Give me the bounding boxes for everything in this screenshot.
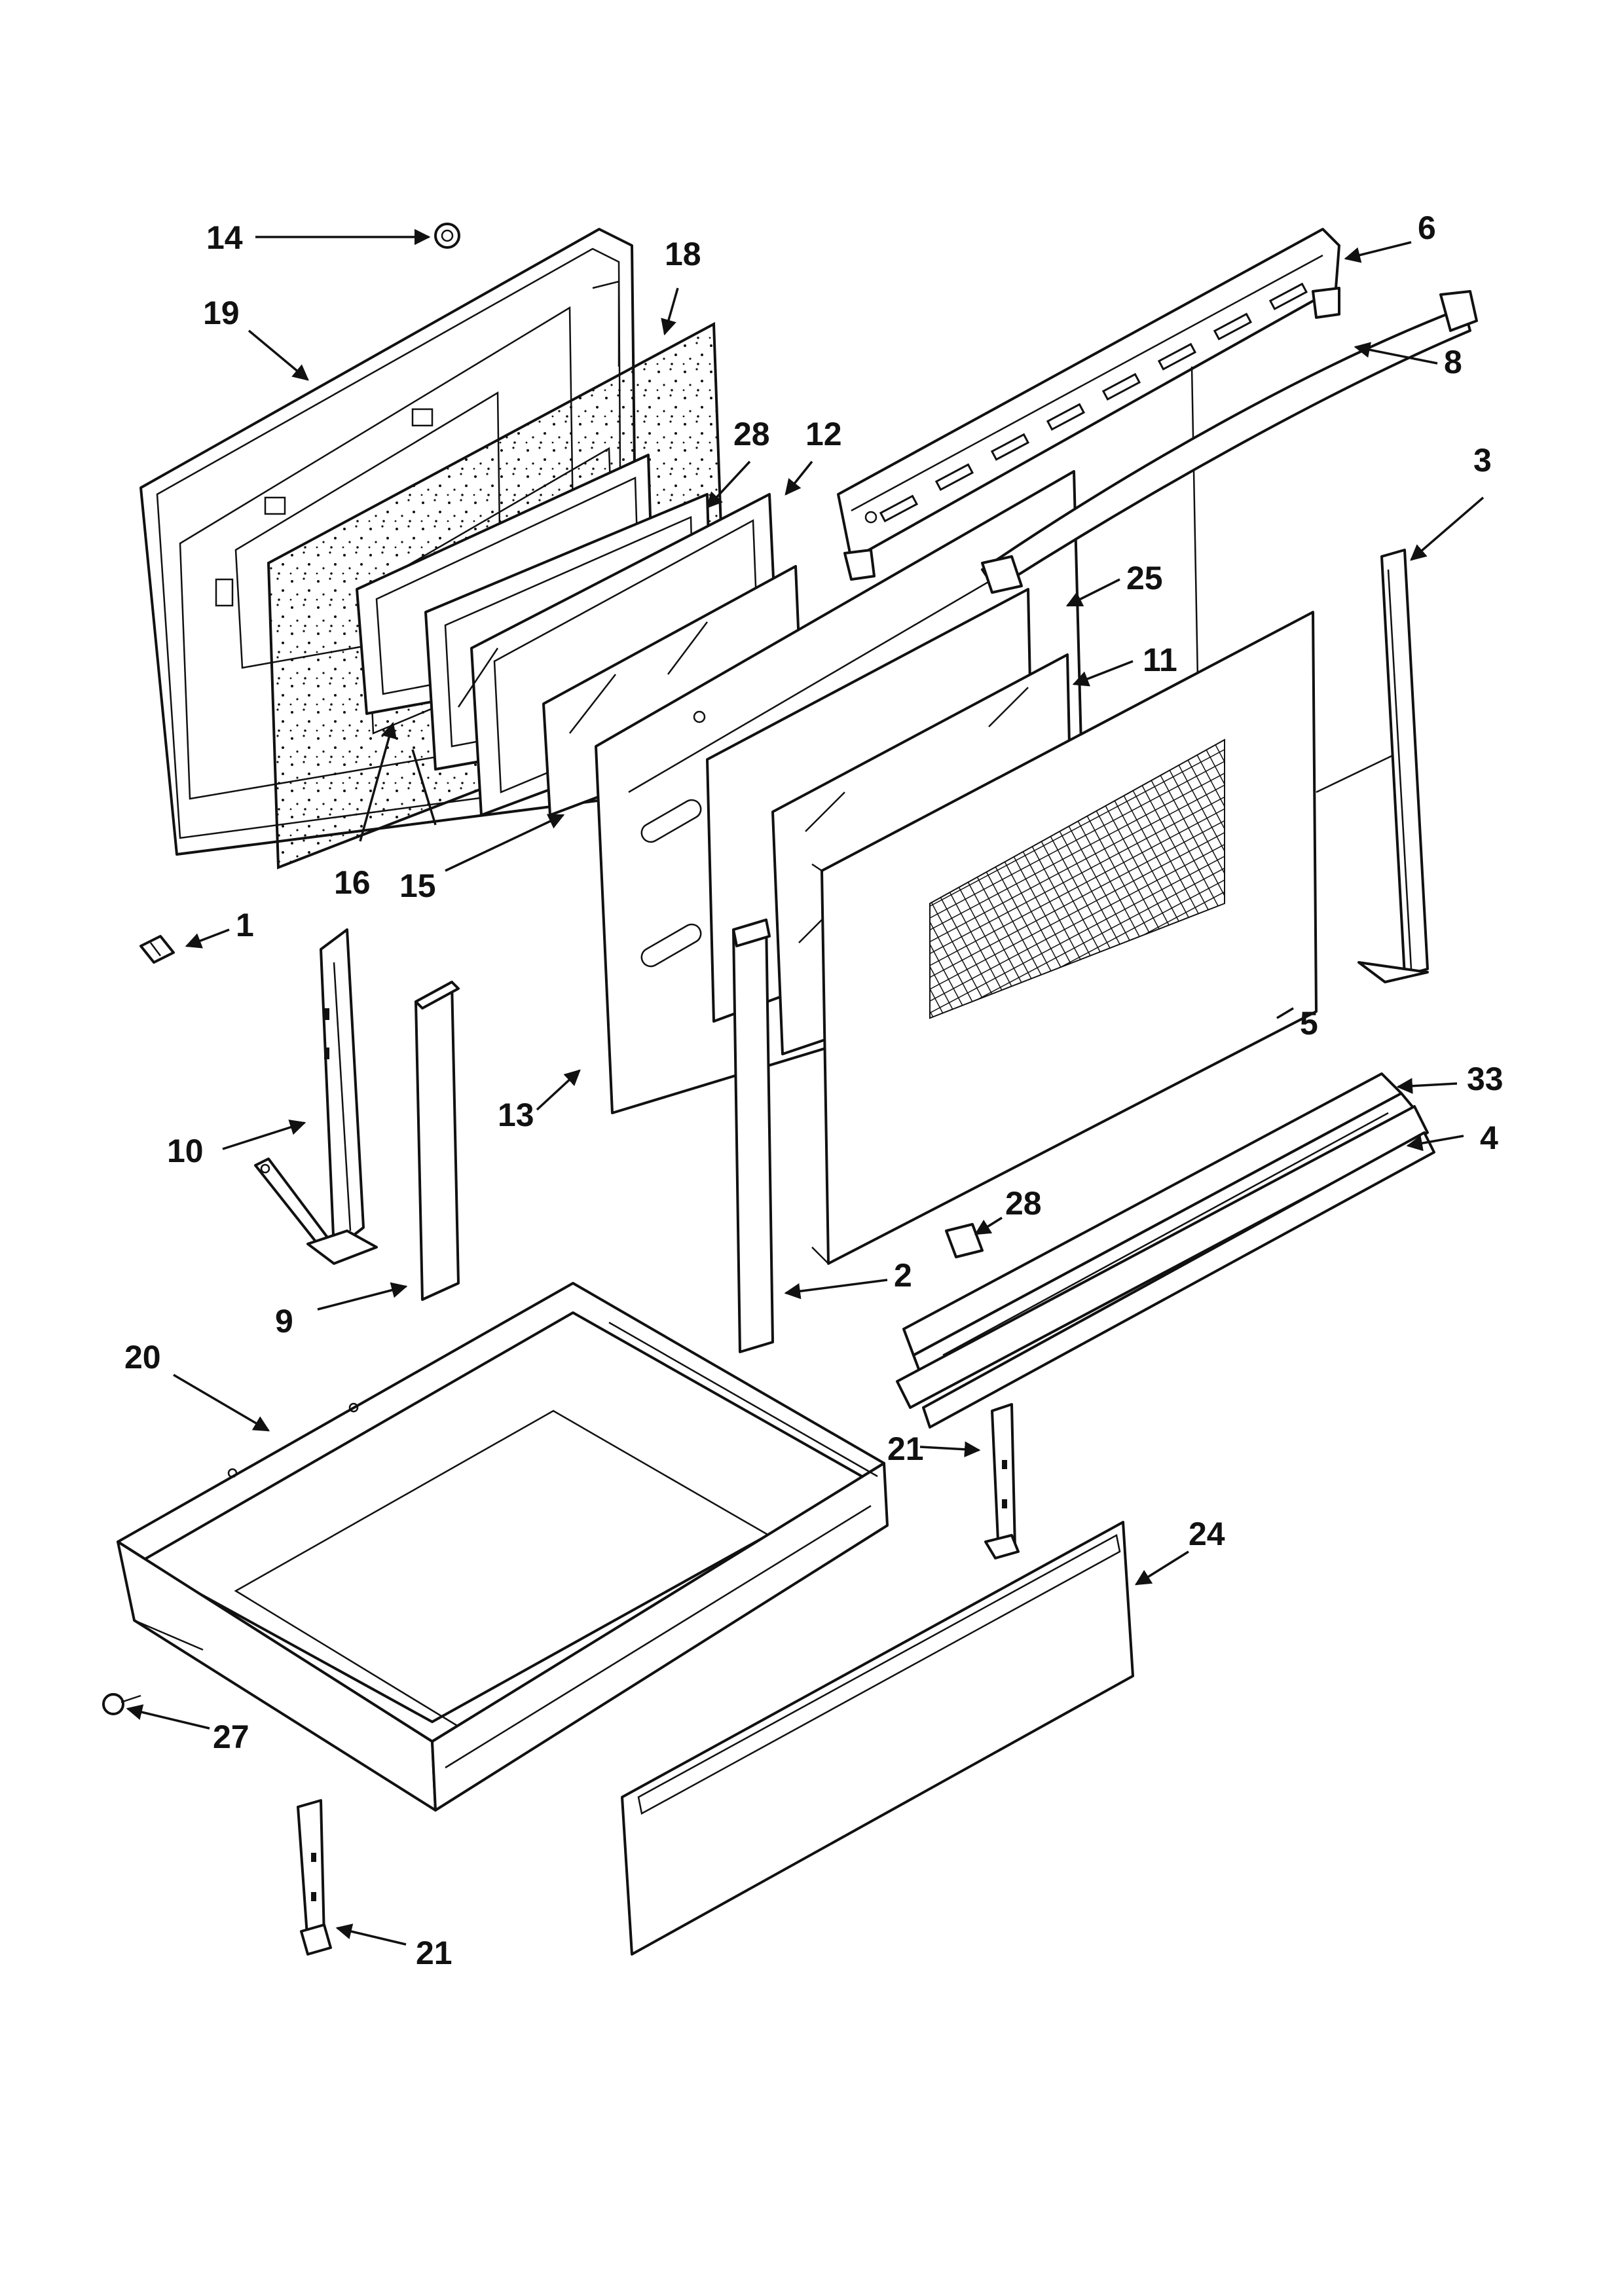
callout-33: 33	[1467, 1061, 1504, 1097]
control-panel	[837, 228, 1340, 714]
storage-drawer	[117, 1282, 889, 1812]
callout-21-upper: 21	[887, 1430, 924, 1467]
drawer-bracket-upper	[984, 1403, 1020, 1559]
left-side-trim	[254, 928, 378, 1265]
callout-5: 5	[1300, 1005, 1318, 1042]
callout-28-upper: 28	[733, 416, 770, 452]
callout-18: 18	[665, 236, 701, 272]
callout-labels: 14 19 18 28 12 6 8 3 25 11 16 15 1 5 10 …	[124, 210, 1504, 1971]
center-trim-strip	[732, 919, 774, 1353]
callout-21-lower: 21	[416, 1935, 452, 1971]
drawer-screw	[102, 1693, 141, 1715]
door-clip	[139, 935, 175, 964]
callout-11: 11	[1143, 642, 1177, 678]
callout-16: 16	[334, 864, 371, 901]
callout-28-lower: 28	[1005, 1185, 1042, 1222]
drawer-front-panel	[621, 1521, 1134, 1956]
callout-10: 10	[167, 1133, 204, 1169]
screw	[434, 223, 460, 249]
door-handle	[981, 290, 1478, 594]
callout-3: 3	[1473, 442, 1492, 479]
callout-12: 12	[805, 416, 842, 452]
callout-6: 6	[1418, 210, 1436, 246]
callout-25: 25	[1126, 560, 1163, 596]
door-support-rails	[896, 1072, 1435, 1429]
callout-20: 20	[124, 1339, 161, 1376]
outer-oven-door	[811, 611, 1399, 1265]
callout-8: 8	[1444, 344, 1462, 380]
callout-24: 24	[1189, 1516, 1225, 1552]
right-side-trim	[1357, 549, 1429, 983]
leader-lines	[126, 228, 1485, 1946]
callout-9: 9	[275, 1303, 293, 1339]
callout-19: 19	[203, 295, 240, 331]
callout-1: 1	[236, 907, 254, 943]
callout-27: 27	[213, 1719, 249, 1755]
callout-15: 15	[399, 867, 436, 904]
callout-4: 4	[1480, 1120, 1498, 1156]
callout-2: 2	[894, 1257, 912, 1294]
callout-13: 13	[498, 1097, 534, 1133]
callout-14: 14	[206, 219, 243, 256]
trim-block	[415, 981, 460, 1301]
drawer-bracket-lower	[297, 1799, 332, 1956]
small-clip	[945, 1223, 984, 1258]
